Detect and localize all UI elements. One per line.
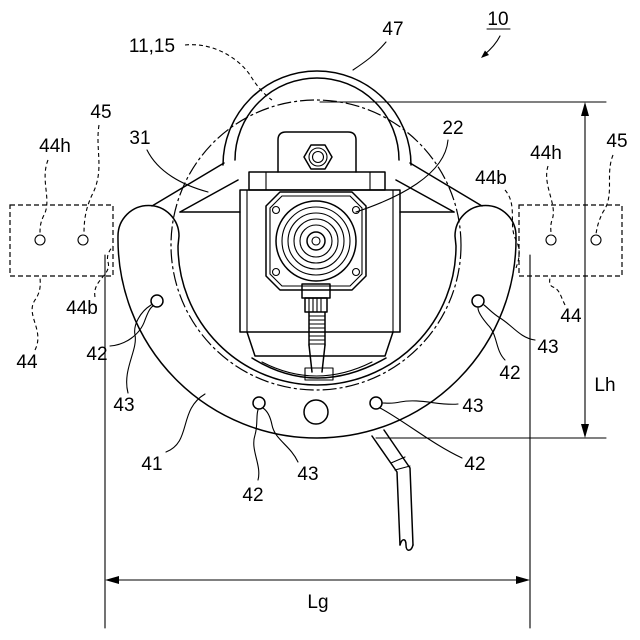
- hole-45-left: [78, 235, 88, 245]
- hole-44h-left: [35, 235, 45, 245]
- hidden-part-right: [519, 205, 622, 276]
- label-width-dimension: Lg: [307, 592, 328, 613]
- hidden-part-left: [10, 205, 113, 276]
- label-ring: 47: [382, 19, 403, 40]
- center-hole: [304, 400, 328, 424]
- cable: [372, 430, 413, 550]
- hole-44h-right: [546, 235, 556, 245]
- label-height-dimension: Lh: [594, 375, 615, 396]
- label-left-44b: 44b: [66, 298, 98, 319]
- hole-bottom-right: [370, 397, 382, 409]
- label-right-44h: 44h: [530, 143, 562, 164]
- motor-connector: [302, 284, 330, 372]
- hole-bottom-left: [253, 397, 265, 409]
- label-bottom-right-42: 42: [464, 454, 485, 475]
- label-right-44: 44: [560, 306, 582, 327]
- hole-45-right: [591, 235, 601, 245]
- extension-lines: [105, 102, 606, 628]
- ring-47: [223, 71, 411, 165]
- dimension-lh: [581, 102, 589, 438]
- motor-22: [266, 192, 366, 290]
- label-right-42: 42: [499, 363, 520, 384]
- label-reference-circle: 11,15: [129, 36, 175, 57]
- label-bottom-right-43: 43: [462, 396, 483, 417]
- hole-left: [151, 295, 163, 307]
- label-right-45: 45: [606, 131, 627, 152]
- label-member: 41: [141, 454, 162, 475]
- label-left-44: 44: [16, 352, 38, 373]
- label-motor: 22: [442, 118, 463, 139]
- label-bottom-left-43: 43: [297, 464, 318, 485]
- hex-nut: [304, 145, 332, 169]
- label-frame: 31: [129, 128, 150, 149]
- label-right-44b: 44b: [475, 168, 507, 189]
- label-left-43: 43: [113, 395, 134, 416]
- label-device: 10: [487, 9, 508, 30]
- label-left-45: 45: [90, 102, 111, 123]
- reference-labels: 10 47 11,15 22 31 41 44h 45 44b 44 42 43…: [16, 9, 627, 613]
- label-right-43: 43: [537, 337, 558, 358]
- label-bottom-left-42: 42: [242, 485, 263, 506]
- label-left-42: 42: [86, 344, 107, 365]
- dimension-lg: [105, 576, 530, 584]
- hole-right: [472, 295, 484, 307]
- label-left-44h: 44h: [39, 136, 71, 157]
